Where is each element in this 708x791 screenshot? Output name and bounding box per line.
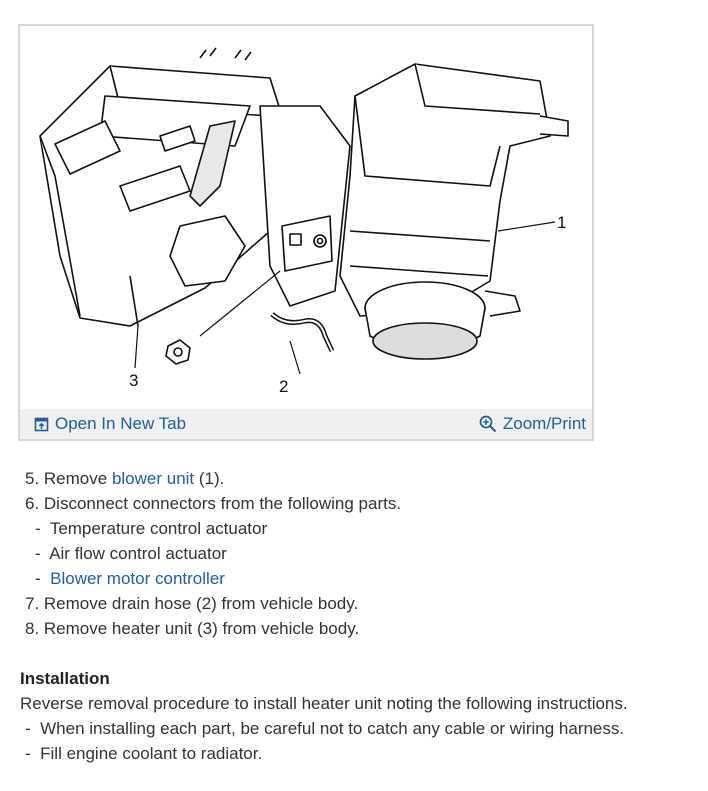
procedure-text: 5. Remove blower unit (1). 6. Disconnect… xyxy=(20,466,698,766)
bullet-dash: - xyxy=(25,744,31,763)
installation-note-text: Fill engine coolant to radiator. xyxy=(40,744,263,763)
bullet-dash: - xyxy=(35,519,41,538)
step-6-item-airflow: - Air flow control actuator xyxy=(20,541,698,566)
zoom-print-link[interactable]: Zoom/Print xyxy=(479,414,586,434)
step-5-text: 5. Remove xyxy=(25,469,112,488)
callout-2: 2 xyxy=(279,377,288,396)
installation-heading: Installation xyxy=(20,669,110,688)
installation-intro: Reverse removal procedure to install hea… xyxy=(20,694,628,713)
step-5-suffix: (1). xyxy=(194,469,225,488)
step-8: 8. Remove heater unit (3) from vehicle b… xyxy=(25,619,360,638)
step-7: 7. Remove drain hose (2) from vehicle bo… xyxy=(25,594,359,613)
bullet-dash: - xyxy=(35,544,41,563)
installation-note: - When installing each part, be careful … xyxy=(20,716,698,741)
open-in-new-tab-label: Open In New Tab xyxy=(55,414,187,433)
bullet-dash: - xyxy=(25,719,31,738)
callout-3: 3 xyxy=(129,371,138,390)
bullet-dash: - xyxy=(35,569,41,588)
magnifier-plus-icon xyxy=(479,415,497,433)
step-6-item-temperature: - Temperature control actuator xyxy=(20,516,698,541)
step-6: 6. Disconnect connectors from the follow… xyxy=(25,494,402,513)
step-6-item-blower-controller: - Blower motor controller xyxy=(20,566,698,591)
installation-note: - Fill engine coolant to radiator. xyxy=(20,741,698,766)
open-in-new-tab-link[interactable]: Open In New Tab xyxy=(34,414,186,434)
step-6-item-text: Air flow control actuator xyxy=(49,544,227,563)
blower-unit-link[interactable]: blower unit xyxy=(111,469,195,488)
callout-1: 1 xyxy=(557,213,566,232)
installation-note-text: When installing each part, be careful no… xyxy=(40,719,625,738)
figure-toolbar: Open In New Tab Zoom/Print xyxy=(20,409,592,439)
blower-motor-controller-link[interactable]: Blower motor controller xyxy=(50,569,225,588)
open-new-tab-icon xyxy=(34,417,49,431)
figure-container: 1 2 3 Open In New Tab Zoom/Print xyxy=(18,24,594,441)
step-5: 5. Remove blower unit (1). xyxy=(20,466,698,491)
heater-blower-diagram[interactable]: 1 2 3 xyxy=(20,26,592,409)
step-6-item-text: Temperature control actuator xyxy=(49,519,268,538)
zoom-print-label: Zoom/Print xyxy=(502,414,586,433)
